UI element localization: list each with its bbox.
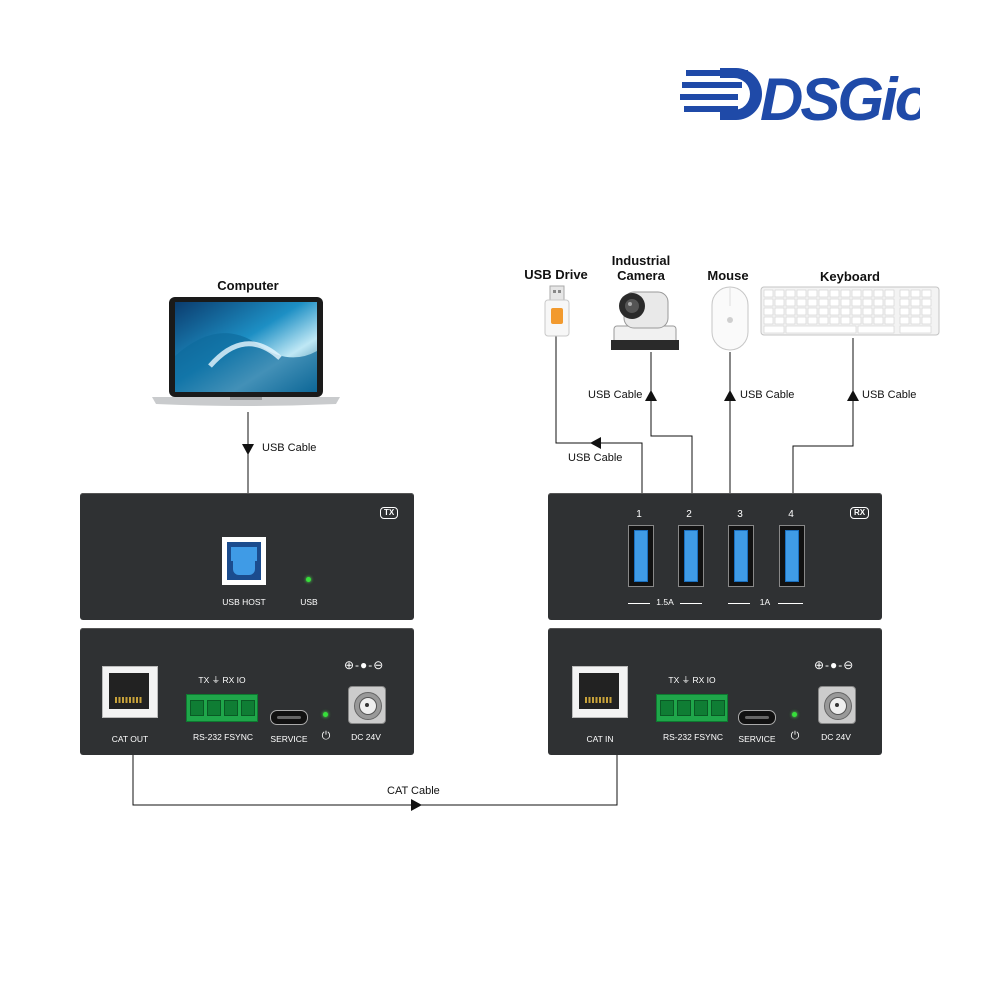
port-3-label: 3 [737, 509, 743, 520]
industrial-camera-title: Industrial Camera [611, 253, 671, 283]
port-2-label: 2 [686, 509, 692, 520]
usb-cable-label-mouse: USB Cable [740, 389, 795, 401]
mouse-icon [711, 286, 749, 351]
rs232-terminal-block[interactable] [656, 694, 728, 722]
tx-badge: TX [380, 507, 399, 519]
dc-label: DC 24V [351, 732, 381, 742]
usb-drive-icon [544, 285, 570, 337]
dc-polarity-icon: ⊕-●-⊖ [814, 658, 855, 672]
port-4-label: 4 [788, 509, 794, 520]
usb-a-port-3[interactable] [728, 525, 754, 587]
mouse-title: Mouse [707, 268, 749, 283]
keyboard-icon [760, 286, 940, 336]
usb-cable-label-camera: USB Cable [588, 389, 643, 401]
cat-cable-label: CAT Cable [387, 785, 440, 797]
rx-rear-panel: CAT IN TX ⏚ RX IO RS-232 FSYNC SERVICE ⏻… [548, 628, 882, 755]
arrow-left-icon [590, 437, 601, 449]
power-icon: ⏻ [790, 730, 800, 742]
cat-out-port[interactable] [102, 666, 158, 718]
rx-front-panel: RX 1 2 3 4 1.5A 1A [548, 493, 882, 620]
camera-icon [611, 291, 679, 350]
arrow-right-icon [411, 799, 422, 811]
rx-badge: RX [850, 507, 870, 519]
dc-polarity-icon: ⊕-●-⊖ [344, 658, 385, 672]
usb-cable-label-drive: USB Cable [568, 452, 623, 464]
cat-out-label: CAT OUT [111, 734, 149, 744]
usb-a-port-2[interactable] [678, 525, 704, 587]
rs232-terminal-block[interactable] [186, 694, 258, 722]
logo-text: DSGio [760, 66, 920, 128]
tx-rear-panel: CAT OUT TX ⏚ RX IO RS-232 FSYNC SERVICE … [80, 628, 414, 755]
service-label: SERVICE [270, 734, 308, 744]
power-led [792, 712, 797, 717]
arrow-up-icon [724, 390, 736, 401]
keyboard-title: Keyboard [820, 269, 880, 284]
rs232-pin-labels: TX ⏚ RX IO [668, 675, 716, 685]
usb-a-port-1[interactable] [628, 525, 654, 587]
power-icon: ⏻ [321, 730, 331, 742]
usb-led-label: USB [300, 597, 318, 607]
computer-title: Computer [217, 278, 279, 293]
cat-in-port[interactable] [572, 666, 628, 718]
power-led [323, 712, 328, 717]
usb-cable-label-keyboard: USB Cable [862, 389, 917, 401]
usb-led [306, 577, 311, 582]
port-1-label: 1 [636, 509, 642, 520]
service-label: SERVICE [738, 734, 776, 744]
usb-cable-label-computer: USB Cable [262, 442, 317, 454]
rs232-fsync-label: RS-232 FSYNC [193, 732, 253, 742]
laptop-icon [152, 297, 340, 406]
cat-in-label: CAT IN [586, 734, 614, 744]
rs232-fsync-label: RS-232 FSYNC [663, 732, 723, 742]
dc-power-jack[interactable] [348, 686, 386, 724]
service-usb-c-port[interactable] [270, 710, 308, 725]
tx-front-panel: TX USB HOST USB [80, 493, 414, 620]
dc-label: DC 24V [821, 732, 851, 742]
usb-b-port[interactable] [222, 537, 266, 585]
usb-drive-title: USB Drive [524, 267, 588, 282]
current-1a-label: 1A [759, 597, 771, 607]
rs232-pin-labels: TX ⏚ RX IO [198, 675, 246, 685]
arrow-up-icon [645, 390, 657, 401]
service-usb-c-port[interactable] [738, 710, 776, 725]
usb-host-label: USB HOST [222, 597, 266, 607]
usb-a-port-4[interactable] [779, 525, 805, 587]
dc-power-jack[interactable] [818, 686, 856, 724]
arrow-down-icon [242, 444, 254, 455]
arrow-up-icon [847, 390, 859, 401]
dsgio-logo: DSGio [680, 66, 920, 128]
current-1-5a-label: 1.5A [656, 597, 674, 607]
